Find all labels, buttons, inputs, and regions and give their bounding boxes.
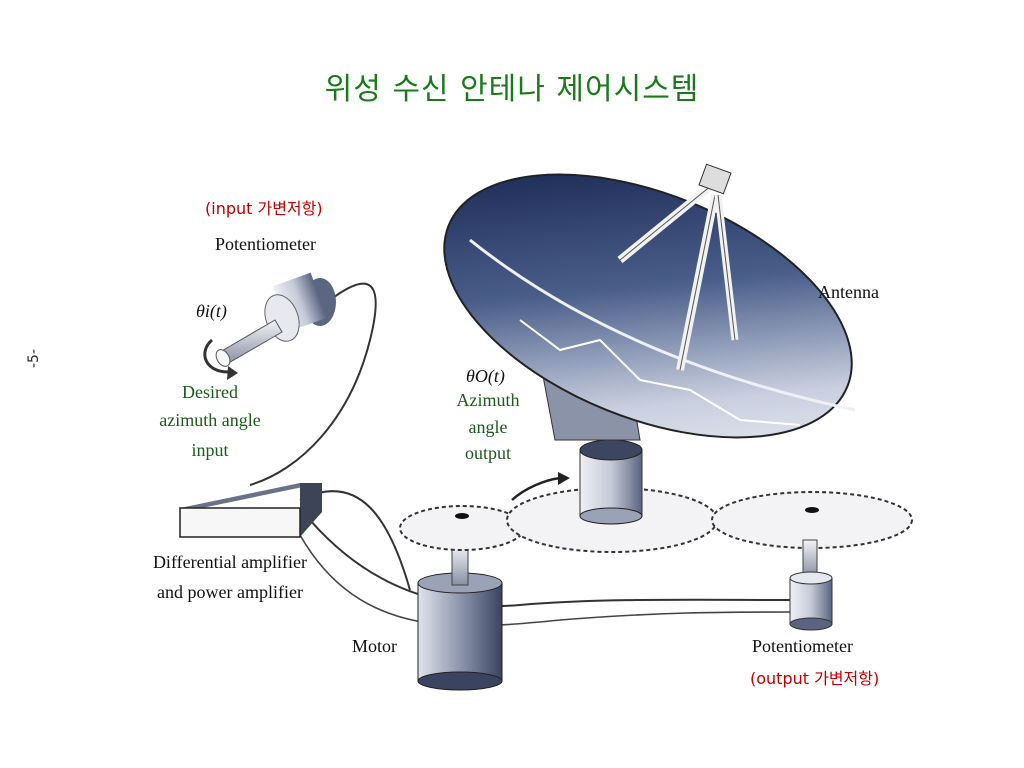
antenna-label: Antenna: [818, 282, 879, 302]
input-potentiometer-label: Potentiometer: [215, 234, 316, 254]
output-rotation-arrowhead-icon: [558, 472, 570, 485]
wire-input-pot-to-amp: [249, 282, 377, 486]
desired-label-line3: input: [191, 440, 228, 460]
page-title: 위성 수신 안테나 제어시스템: [324, 72, 700, 107]
motor: [417, 544, 503, 691]
output-label-line1: Azimuth: [457, 390, 520, 410]
amplifier-label-line1: Differential amplifier: [153, 552, 307, 572]
desired-label-line2: azimuth angle: [159, 410, 260, 430]
gear-small: [399, 505, 525, 551]
wire-amp-to-output-pot: [309, 519, 791, 608]
theta-o-label: θO(t): [466, 366, 505, 387]
output-potentiometer: [789, 539, 833, 631]
output-rotation-arrow-icon: [511, 476, 561, 501]
input-potentiometer: [215, 272, 336, 367]
antenna-dish: [443, 163, 856, 439]
desired-label-line1: Desired: [182, 382, 238, 402]
motor-label: Motor: [352, 636, 397, 656]
output-potentiometer-label: Potentiometer: [752, 636, 853, 656]
input-rotation-arrowhead-icon: [227, 366, 238, 380]
input-potentiometer-note: (input 가변저항): [205, 199, 323, 218]
wire-amp-to-output-pot-2: [299, 534, 796, 627]
amplifier-label-line2: and power amplifier: [157, 582, 303, 602]
output-label-line3: output: [465, 443, 511, 463]
theta-i-label: θi(t): [196, 301, 227, 322]
input-rotation-arrow-icon: [203, 338, 229, 374]
amplifier-box: [179, 483, 322, 538]
output-potentiometer-note: (output 가변저항): [750, 669, 879, 688]
output-label-line2: angle: [469, 417, 508, 437]
